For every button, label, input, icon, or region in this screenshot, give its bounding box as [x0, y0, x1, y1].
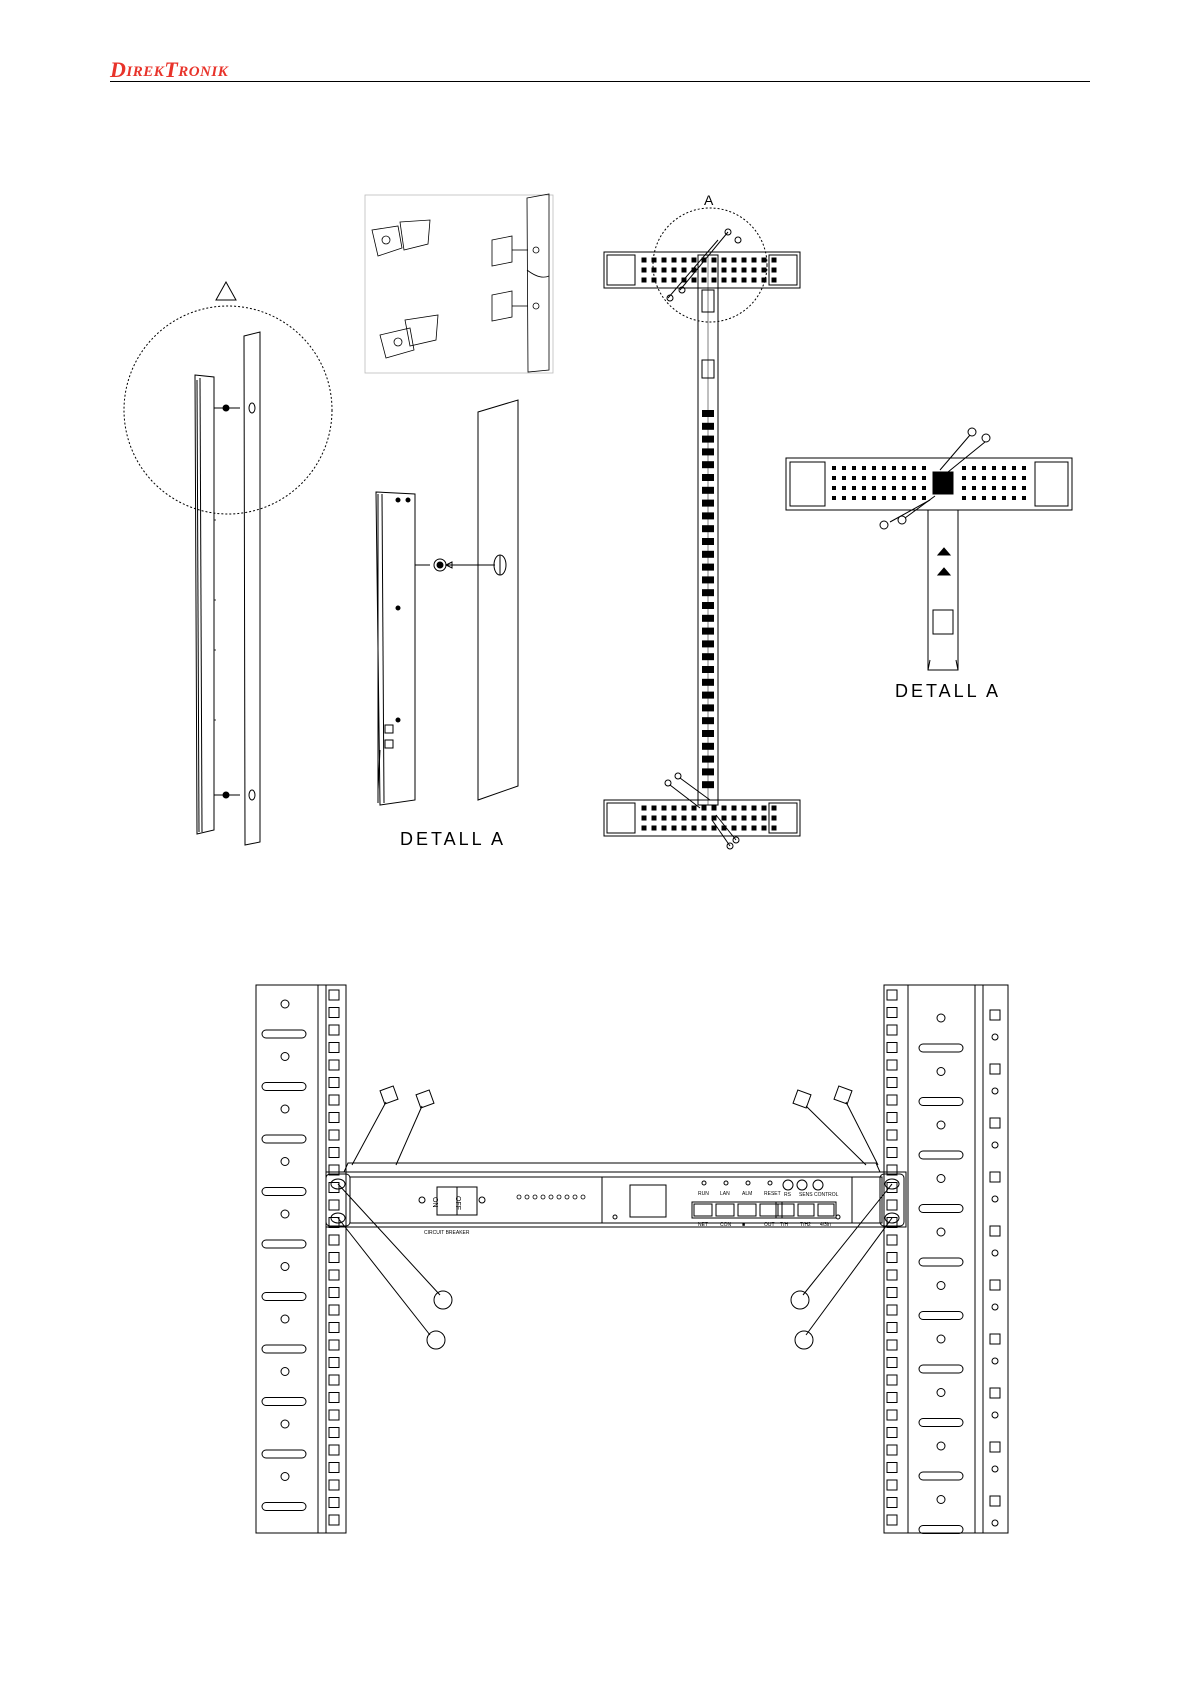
left-rail: [256, 985, 346, 1533]
header-rule: [110, 81, 1090, 82]
detail-a-caption-2: DETALL A: [895, 681, 1001, 701]
jack-label: SENS: [799, 1192, 813, 1198]
switch-off-label: OFF: [454, 1196, 461, 1210]
port-label: T/H: [780, 1222, 788, 1228]
logo-text-irek: IREK: [126, 65, 164, 80]
logo-letter-d: D: [110, 60, 126, 80]
pdu-outlet: [702, 512, 714, 519]
pdu-outlet: [702, 551, 714, 558]
jack-label: CONTROL: [814, 1192, 839, 1198]
callout-a-2: A: [704, 192, 714, 208]
pdu-outlet: [702, 653, 714, 660]
pdu-front-panel: [326, 1172, 906, 1227]
pdu-outlet: [702, 538, 714, 545]
led-label: RUN: [698, 1191, 709, 1197]
bottom-rail: [604, 800, 800, 836]
pdu-outlet: [702, 589, 714, 596]
pdu-outlet: [702, 640, 714, 647]
pdu-outlet: [702, 756, 714, 763]
port-label: 4/3in: [820, 1222, 831, 1228]
pdu-outlet: [702, 615, 714, 622]
power-switch: [437, 1187, 477, 1215]
pdu-outlet: [702, 423, 714, 430]
top-rail: [604, 252, 800, 288]
pdu-outlet: [702, 679, 714, 686]
led-label: RESET: [764, 1191, 781, 1197]
pdu-outlet: [702, 436, 714, 443]
pdu-outlet: [702, 730, 714, 737]
logo-text-ronik: RONIK: [178, 65, 228, 80]
pdu-body-side: [195, 375, 214, 834]
pdu-vertical: [698, 255, 718, 805]
pdu-outlet: [702, 717, 714, 724]
screw-bottom: [214, 790, 255, 800]
pdu-outlet: [702, 448, 714, 455]
pdu-outlet: [702, 564, 714, 571]
pdu-outlet: [702, 602, 714, 609]
pdu-outlet: [702, 692, 714, 699]
breaker-label: CIRCUIT BREAKER: [424, 1230, 470, 1236]
pdu-outlet: [702, 474, 714, 481]
right-rail: [884, 985, 1008, 1533]
port-label: OUT: [764, 1222, 775, 1228]
bracket-inset: [365, 194, 553, 373]
detail-a-caption-1: DETALL A: [400, 829, 506, 849]
pdu-outlet: [702, 525, 714, 532]
jack-label: RS: [784, 1192, 792, 1198]
led-label: LAN: [720, 1191, 730, 1197]
pdu-outlet: [702, 768, 714, 775]
pdu-outlet: [702, 704, 714, 711]
detail-circle-2: [653, 208, 767, 322]
port-label: CON: [720, 1222, 732, 1228]
port-label: T/H2: [800, 1222, 811, 1228]
detail-a-top-view: [786, 428, 1072, 670]
pdu-outlet: [702, 487, 714, 494]
pdu-outlet: [702, 743, 714, 750]
led-label: ALM: [742, 1191, 752, 1197]
detail-a-side-view: [376, 400, 518, 805]
detail-circle-a: [124, 306, 332, 514]
switch-on-label: ON: [431, 1197, 438, 1208]
port-label: NET: [698, 1222, 708, 1228]
screw-top: [214, 403, 255, 413]
pdu-outlet: [702, 500, 714, 507]
pdu-outlet: [702, 781, 714, 788]
port-label: ■: [742, 1222, 745, 1228]
pdu-outlet: [702, 628, 714, 635]
display-window: [630, 1185, 666, 1217]
logo-letter-t: T: [164, 60, 178, 80]
callout-arrow-a: [216, 282, 236, 300]
pdu-outlet: [702, 461, 714, 468]
pdu-outlet: [702, 666, 714, 673]
pdu-outlet: [702, 410, 714, 417]
pdu-outlet: [702, 576, 714, 583]
rack-rail-side: [244, 332, 260, 845]
